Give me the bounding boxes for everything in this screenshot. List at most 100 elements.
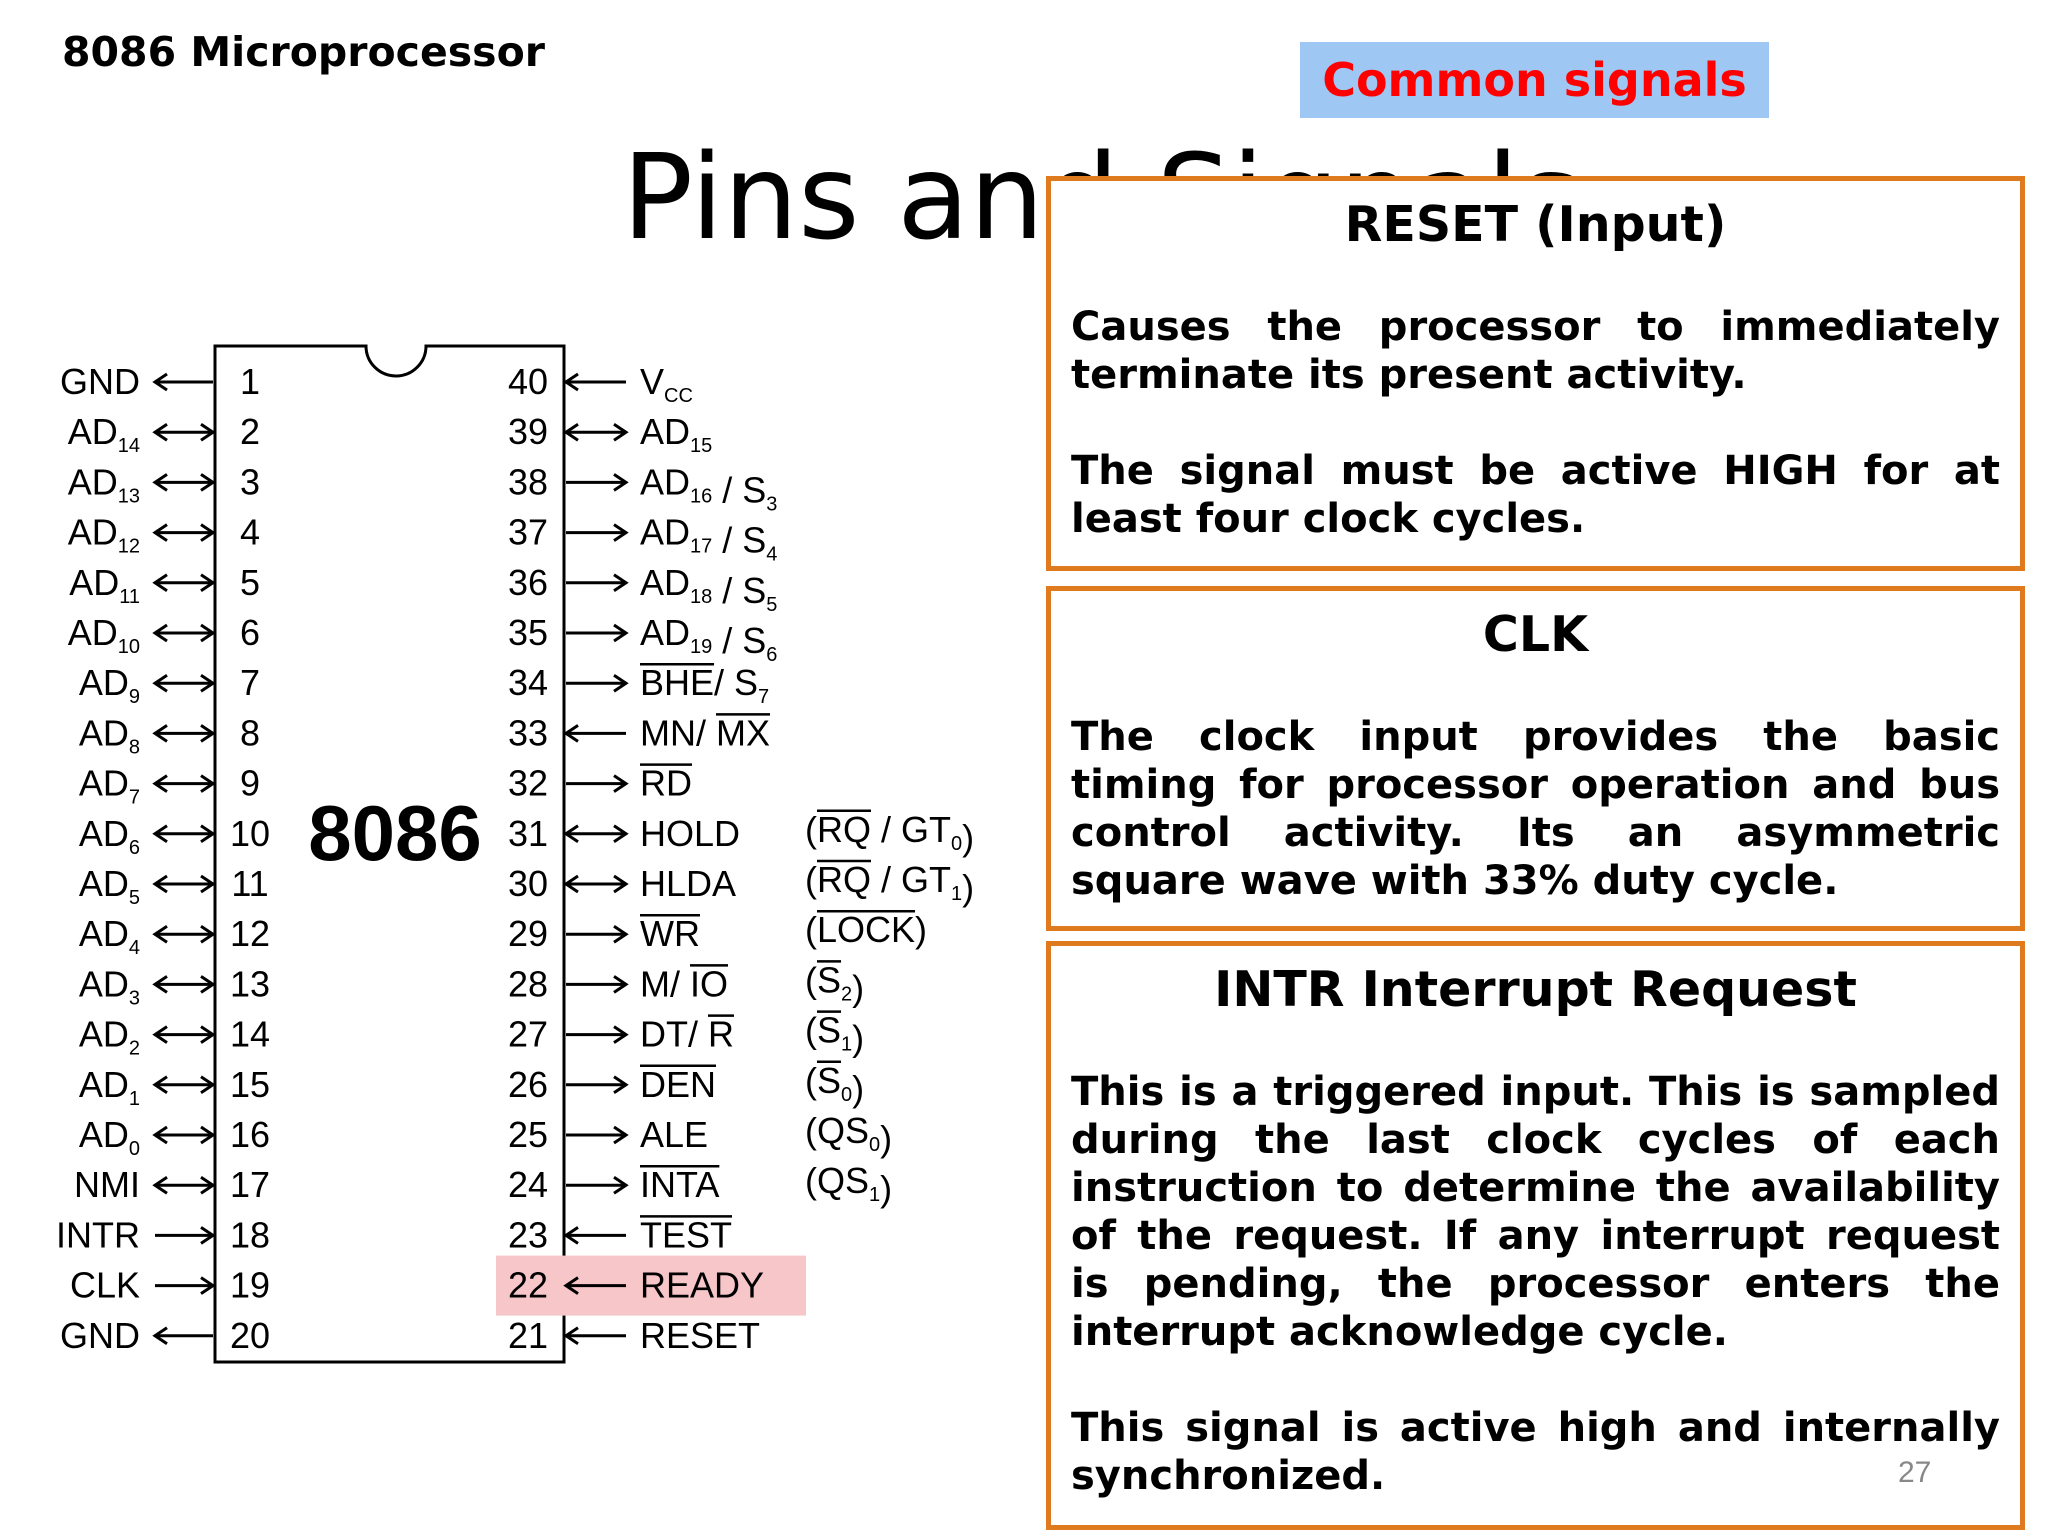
arrow-pin-3 <box>152 473 216 492</box>
pin-signal-35: AD19 / S6 <box>640 612 777 666</box>
pin-number-36: 36 <box>508 562 548 603</box>
clk-card-title: CLK <box>1482 606 1589 663</box>
pin-number-21: 21 <box>508 1315 548 1356</box>
reset-card-title: RESET (Input) <box>1344 196 1727 253</box>
arrow-pin-7 <box>152 673 216 693</box>
pin-number-11: 11 <box>231 863 268 904</box>
pin-signal-3: AD13 <box>68 461 140 507</box>
pin-number-3: 3 <box>240 461 260 502</box>
pin-signal-19: CLK <box>70 1265 140 1306</box>
pin-number-24: 24 <box>508 1164 548 1205</box>
pin-signal-28: M/ IO <box>640 963 728 1004</box>
arrow-pin-22 <box>563 1276 626 1295</box>
pin-alt-signal-27: (S1) <box>805 1010 864 1059</box>
pin-number-5: 5 <box>240 562 260 603</box>
arrow-pin-15 <box>152 1075 216 1095</box>
arrow-pin-32 <box>566 774 629 793</box>
pin-signal-6: AD10 <box>68 612 140 658</box>
pin-signal-7: AD9 <box>79 662 140 708</box>
arrow-pin-33 <box>563 724 626 743</box>
pin-number-33: 33 <box>508 712 548 753</box>
arrow-pin-38 <box>566 473 629 492</box>
arrow-pin-14 <box>152 1025 216 1044</box>
pin-number-15: 15 <box>230 1064 270 1105</box>
pin-signal-16: AD0 <box>79 1114 140 1160</box>
pin-signal-24: INTA <box>640 1164 719 1205</box>
common-signals-badge: Common signals <box>1300 42 1769 118</box>
pin-signal-20: GND <box>60 1315 140 1356</box>
chip-outline <box>213 344 566 1364</box>
pin-signal-31: HOLD <box>640 813 740 854</box>
pin-signal-26: DEN <box>640 1064 716 1105</box>
reset-card-paragraph-1: Causes the processor to immediately term… <box>1071 304 2000 398</box>
pin-number-14: 14 <box>230 1014 270 1055</box>
intr-card-paragraph-1: This is a triggered input. This is sampl… <box>1071 1069 2000 1355</box>
pin-signal-11: AD5 <box>79 863 140 909</box>
reset-card-paragraph-2: The signal must be active HIGH for at le… <box>1071 448 2000 542</box>
clk-signal-card: CLK The clock input provides the basic t… <box>1046 586 2025 931</box>
pin-signal-37: AD17 / S4 <box>640 512 777 566</box>
intr-card-paragraph-2: This signal is active high and internall… <box>1071 1405 2000 1499</box>
pin-alt-signal-29: (LOCK) <box>805 909 927 950</box>
badge-label: Common signals <box>1322 53 1747 107</box>
arrow-pin-30 <box>563 874 629 894</box>
pin-number-13: 13 <box>230 963 270 1004</box>
pin-alt-signal-26: (S0) <box>805 1060 864 1109</box>
pin-number-30: 30 <box>508 863 548 904</box>
chip-label: 8086 <box>308 789 482 877</box>
pinout-diagram: 8086 1GND2AD143AD134AD125AD116AD107AD98A… <box>56 344 974 1364</box>
pin-signal-4: AD12 <box>68 512 140 558</box>
pin-number-18: 18 <box>230 1214 270 1255</box>
pin-signal-25: ALE <box>640 1114 708 1155</box>
pin-number-19: 19 <box>230 1265 270 1306</box>
pin-signal-40: VCC <box>640 361 693 407</box>
arrow-pin-17 <box>152 1175 216 1195</box>
pin-signal-5: AD11 <box>69 562 140 608</box>
pin-number-9: 9 <box>240 763 260 804</box>
pin-signal-17: NMI <box>74 1164 140 1205</box>
pin-signal-23: TEST <box>640 1214 732 1255</box>
pin-alt-signal-30: (RQ / GT1) <box>805 859 974 908</box>
pin-signal-12: AD4 <box>79 913 140 959</box>
arrow-pin-11 <box>152 874 216 894</box>
intr-card-title: INTR Interrupt Request <box>1214 961 1857 1018</box>
pin-signal-33: MN/ MX <box>640 712 770 753</box>
pin-signal-22: READY <box>640 1265 764 1306</box>
ready-pin-highlight <box>496 1255 806 1316</box>
pin-number-10: 10 <box>230 813 270 854</box>
pin-signal-39: AD15 <box>640 411 712 457</box>
arrow-pin-10 <box>152 824 216 844</box>
pin-alt-signal-24: (QS1) <box>805 1160 892 1209</box>
arrow-pin-4 <box>152 523 216 542</box>
pin-number-26: 26 <box>508 1064 548 1105</box>
arrow-pin-2 <box>152 422 216 442</box>
pin-alt-signal-28: (S2) <box>805 959 864 1008</box>
intr-signal-card: INTR Interrupt Request This is a trigger… <box>1046 941 2025 1530</box>
pin-signal-15: AD1 <box>79 1064 140 1110</box>
arrow-pin-28 <box>566 975 629 994</box>
pin-number-40: 40 <box>508 361 548 402</box>
pin-number-8: 8 <box>240 712 260 753</box>
pin-signal-2: AD14 <box>68 411 140 457</box>
pin-number-37: 37 <box>508 512 548 553</box>
pin-alt-signal-25: (QS0) <box>805 1110 892 1159</box>
pin-number-28: 28 <box>508 963 548 1004</box>
pin-alt-signal-31: (RQ / GT0) <box>805 809 974 858</box>
pin-number-31: 31 <box>508 813 548 854</box>
pin-number-6: 6 <box>240 612 260 653</box>
pin-number-32: 32 <box>508 763 548 804</box>
arrow-pin-18 <box>155 1226 216 1245</box>
arrow-pin-1 <box>152 372 213 392</box>
pin-signal-13: AD3 <box>79 963 140 1009</box>
pin-signal-9: AD7 <box>79 763 140 809</box>
arrow-pin-40 <box>563 372 626 392</box>
pin-signal-36: AD18 / S5 <box>640 562 777 616</box>
arrow-pin-24 <box>566 1175 629 1195</box>
pin-number-34: 34 <box>508 662 548 703</box>
pin-signal-29: WR <box>640 913 700 954</box>
arrow-pin-8 <box>152 724 216 743</box>
arrow-pin-5 <box>152 573 216 593</box>
arrow-pin-26 <box>566 1075 629 1095</box>
arrow-pin-16 <box>152 1125 216 1145</box>
